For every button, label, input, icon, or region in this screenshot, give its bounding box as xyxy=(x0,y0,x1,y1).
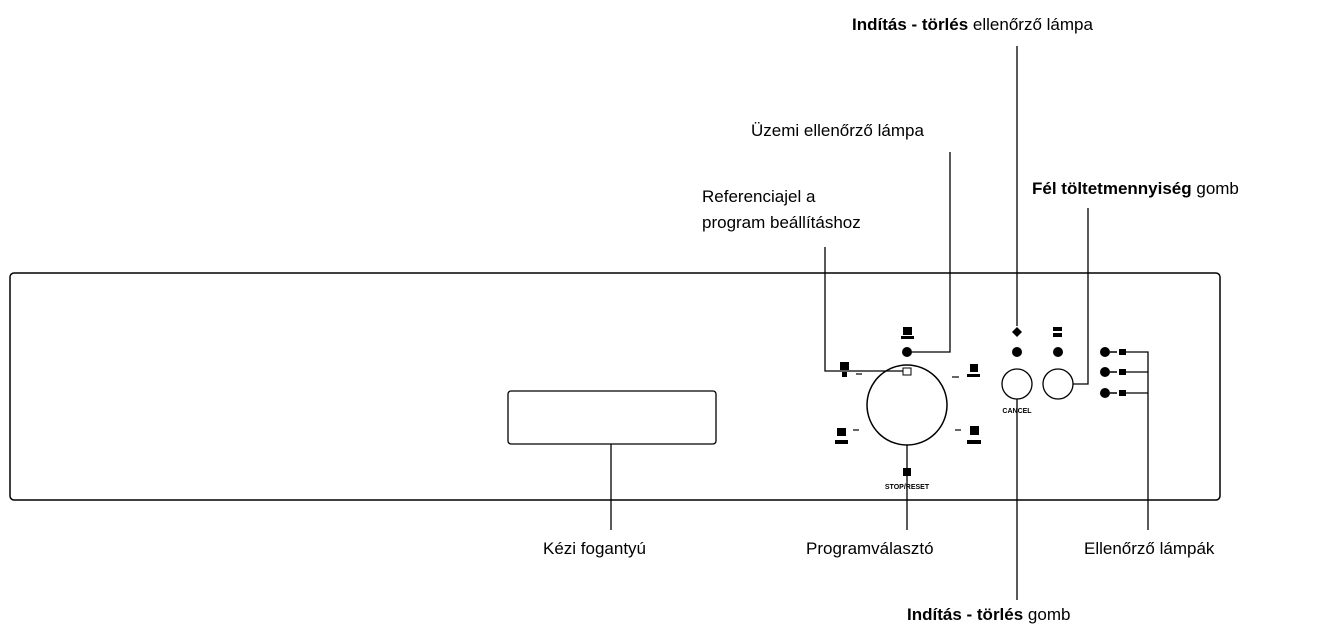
program-selector-label: Programválasztó xyxy=(806,539,934,558)
start-cancel-lamp xyxy=(1012,347,1022,357)
reference-mark-label-line1: Referenciajel a xyxy=(702,187,816,206)
program-selector-dial[interactable] xyxy=(866,364,948,446)
dial-bottom-caption: STOP/RESET xyxy=(885,484,930,491)
indicator-lamp-3 xyxy=(1100,388,1126,398)
half-load-button-label: Fél töltetmennyiség gomb xyxy=(1032,178,1239,200)
program-symbol-bottom-right xyxy=(955,426,981,444)
operating-lamp-label: Üzemi ellenőrző lámpa xyxy=(751,121,924,140)
program-symbol-top-right xyxy=(952,364,980,378)
operating-lamp xyxy=(902,347,912,357)
reference-mark xyxy=(902,367,912,376)
indicator-lamps-label: Ellenőrző lámpák xyxy=(1084,539,1215,558)
control-panel-outline xyxy=(9,272,1221,501)
start-cancel-button-label: Indítás - törlés gomb xyxy=(907,604,1070,626)
half-load-button[interactable] xyxy=(1042,368,1074,400)
indicator-lamp-2 xyxy=(1100,367,1126,377)
start-cancel-symbol xyxy=(1012,327,1022,337)
indicator-lamp-1 xyxy=(1100,347,1126,357)
half-load-label-rest: gomb xyxy=(1191,179,1239,198)
manual-handle-label: Kézi fogantyú xyxy=(543,539,647,558)
half-load-lamp xyxy=(1053,347,1063,357)
start-cancel-lamp-label-rest: ellenőrző lámpa xyxy=(968,15,1093,34)
half-load-label-bold: Fél töltetmennyiség xyxy=(1032,179,1192,198)
start-cancel-lamp-label: Indítás - törlés ellenőrző lámpa xyxy=(852,14,1093,36)
program-symbol-bottom-left xyxy=(835,428,859,444)
manual-handle[interactable] xyxy=(507,390,717,445)
leader-lines xyxy=(610,46,1149,600)
reference-mark-label-line2: program beállításhoz xyxy=(702,213,861,232)
start-cancel-button-label-bold: Indítás - törlés xyxy=(907,605,1024,624)
button-caption: CANCEL xyxy=(1002,408,1032,415)
program-symbol-top-left xyxy=(840,362,862,377)
half-load-symbol xyxy=(1053,327,1062,337)
start-cancel-lamp-label-bold: Indítás - törlés xyxy=(852,15,969,34)
start-cancel-button-label-rest: gomb xyxy=(1023,605,1071,624)
program-symbol-top xyxy=(901,327,914,339)
start-cancel-button[interactable] xyxy=(1001,368,1033,400)
